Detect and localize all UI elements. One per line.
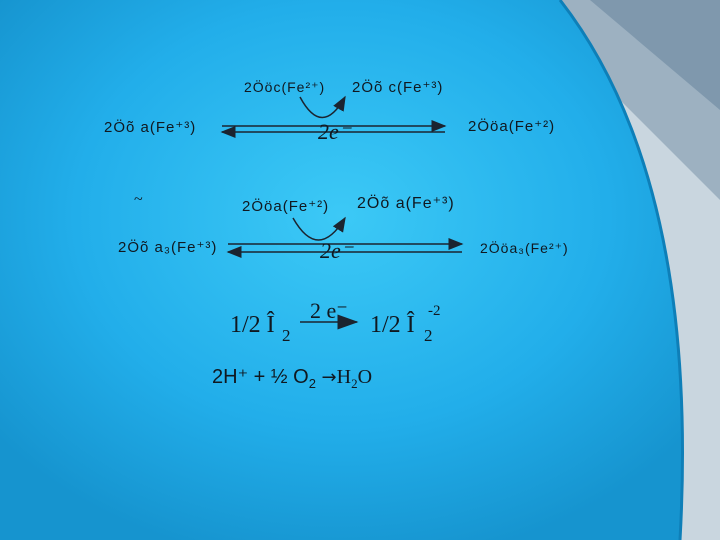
row1-electrons-label: 2e⁻ (318, 119, 351, 144)
row1-top-left-label: 2Ööc(Fe²⁺) (244, 79, 326, 95)
equation-arrow: → (321, 367, 337, 388)
equation-reactants: 2H⁺ + ½ O (212, 366, 309, 388)
row2-curved-arrow (292, 216, 346, 241)
row3-right-coefficient: 1/2 Î (370, 312, 415, 338)
row2-left-label: 2Öõ a₃(Fe⁺³) (118, 239, 218, 256)
equation-h: H (336, 366, 352, 388)
equation-o: O (357, 366, 373, 388)
equation-h2-subscript: 2 (351, 376, 358, 391)
stray-tilde-mark: ~ (134, 191, 143, 208)
row3-left-coefficient: 1/2 Î (230, 312, 275, 338)
row2-electrons-label: 2e⁻ (320, 238, 353, 263)
row2-right-label: 2Ööa₃(Fe²⁺) (480, 240, 569, 256)
row1-top-right-label: 2Öõ c(Fe⁺³) (352, 79, 444, 96)
row3-right-superscript: -2 (428, 303, 441, 319)
row1-left-label: 2Öõ a(Fe⁺³) (104, 119, 197, 136)
row3-right-subscript: 2 (424, 326, 433, 345)
row3-left-subscript: 2 (282, 326, 291, 345)
equation-o2-subscript: 2 (308, 376, 316, 391)
row3-electrons-label: 2 e⁻ (310, 298, 348, 323)
row1-right-label: 2Ööa(Fe⁺²) (468, 118, 556, 135)
row2-top-right-label: 2Öõ a(Fe⁺³) (357, 195, 455, 212)
row2-top-left-label: 2Ööa(Fe⁺²) (242, 198, 330, 215)
row1-curved-arrow (299, 95, 346, 118)
blue-panel (0, 0, 683, 540)
water-equation: 2H⁺ + ½ O2 →H2O (212, 367, 372, 390)
